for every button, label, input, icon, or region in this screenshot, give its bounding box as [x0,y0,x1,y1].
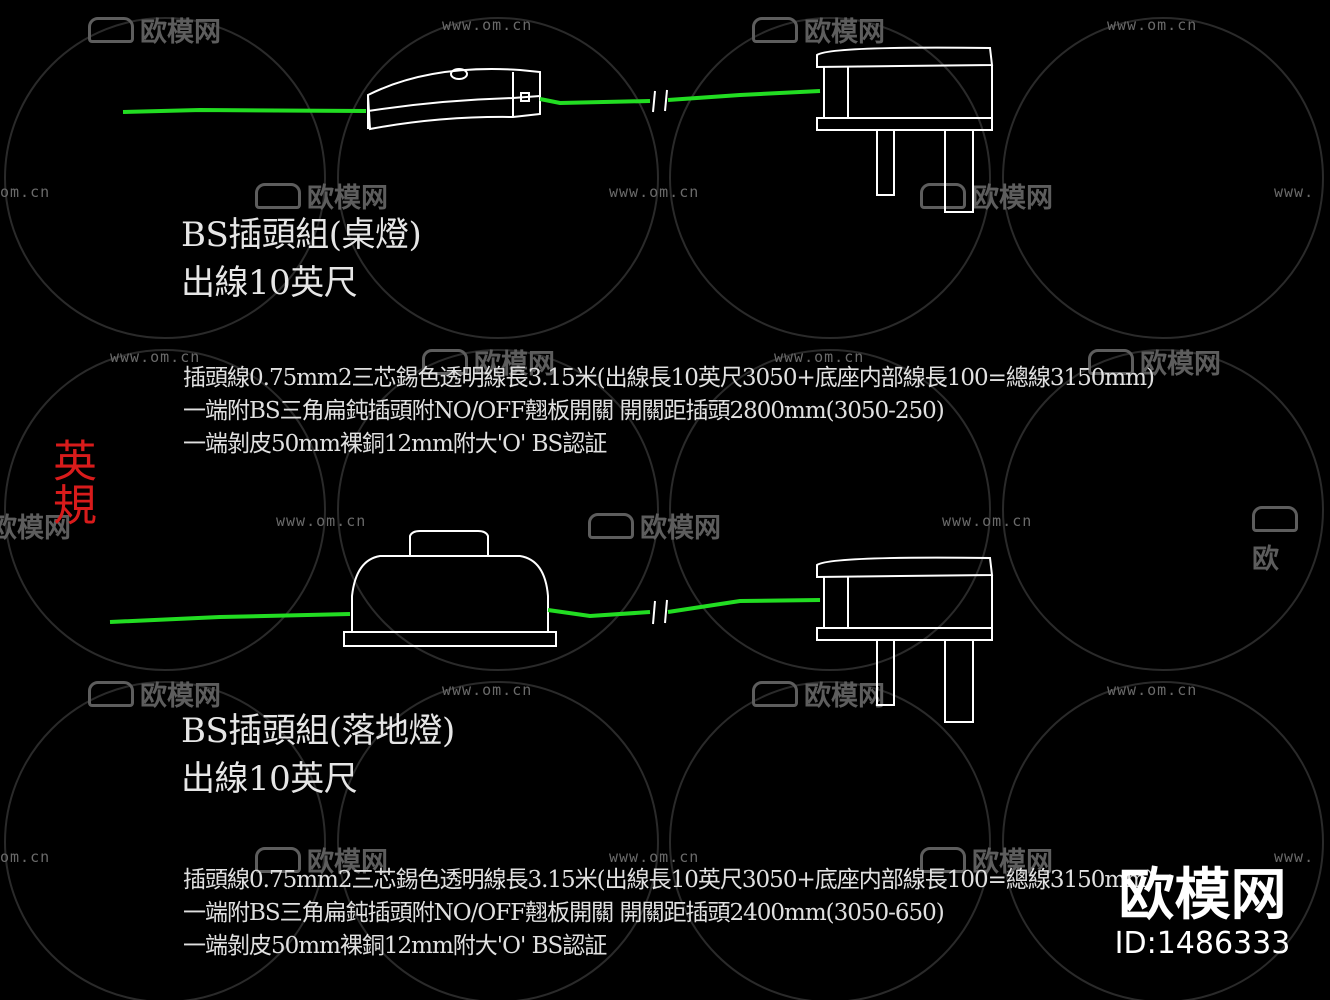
cable-wire [539,89,821,106]
diagram-2-spec-line: 一端剝皮50mm裸銅12mm附大'O' BS認証 [183,933,607,959]
sofa-icon [88,681,134,707]
sofa-icon [920,183,966,209]
watermark-logo: 欧模网 [255,176,388,215]
watermark-url: www.om.cn [942,512,1033,530]
diagram-1-title: BS插頭組(桌燈) [181,215,422,255]
diagram-2-subtitle: 出線10英尺 [181,759,358,799]
watermark-url: www. [1274,848,1315,866]
watermark-logo: 欧模网 [588,506,721,545]
diagram-1-spec-line: 一端剝皮50mm裸銅12mm附大'O' BS認証 [183,431,607,457]
cable-break-mark [652,599,668,625]
watermark-logo: 欧 [1252,506,1330,576]
watermark-logo: 欧模网 [1088,342,1221,381]
watermark-logo: 欧模网 [255,840,388,879]
sofa-icon [588,513,634,539]
brand-name: 欧模网 [1118,863,1287,928]
bs-plug [816,556,994,723]
watermark-url: www.om.cn [1107,16,1198,34]
watermark-url: www. [1274,183,1315,201]
diagram-2-spec-line: 一端附BS三角扁鈍插頭附NO/OFF翹板開關 開關距插頭2400mm(3050-… [183,900,945,926]
watermark-logo: 欧模网 [920,176,1053,215]
sofa-icon [255,183,301,209]
bs-plug [816,46,994,213]
watermark-logo: 欧模网 [752,10,885,49]
watermark-logo: 欧模网 [88,674,221,713]
watermark-logo: 欧模网 [752,674,885,713]
diagram-1-spec-line: 插頭線0.75mm2三芯錫色透明線長3.15米(出線長10英尺3050+底座内部… [183,365,1155,391]
watermark-url: om.cn [0,848,51,866]
watermark-url: www.om.cn [276,512,367,530]
watermark-logo: 欧模网 [920,840,1053,879]
cable-break-mark [652,89,668,113]
diagram-1-subtitle: 出線10英尺 [181,263,358,303]
cable-wire [547,598,821,619]
sofa-icon [1252,506,1298,532]
watermark-url: www.om.cn [609,183,700,201]
diagram-1-drawing [122,46,994,213]
sofa-icon [1088,349,1134,375]
cable-wire [109,612,351,624]
watermark-logo: 欧模网 [0,513,71,544]
diagram-2-drawing [109,530,994,723]
region-label: 英規 [45,438,96,526]
watermark-url: www.om.cn [774,348,865,366]
sofa-icon [752,17,798,43]
brand-id: ID:1486333 [1114,926,1291,961]
diagram-2-title: BS插頭組(落地燈) [181,711,455,751]
cable-wire [122,107,367,114]
watermark-logo: 欧模网 [422,342,555,381]
sofa-icon [920,847,966,873]
sofa-icon [255,847,301,873]
watermark-url: www.om.cn [1107,681,1198,699]
watermark-url: www.om.cn [442,16,533,34]
brand-stamp: 欧模网 ID:1486333 [1110,866,1295,962]
watermark-url: www.om.cn [442,681,533,699]
sofa-icon [422,349,468,375]
watermark-logo: 欧模网 [88,10,221,49]
diagram-2-spec-line: 插頭線0.75mm2三芯錫色透明線長3.15米(出線長10英尺3050+底座内部… [183,867,1155,893]
watermark-url: om.cn [0,183,51,201]
diagram-1-spec-line: 一端附BS三角扁鈍插頭附NO/OFF翹板開關 開關距插頭2800mm(3050-… [183,398,945,424]
foot-switch [343,530,557,647]
sofa-icon [752,681,798,707]
rocker-switch [366,68,541,131]
sofa-icon [88,17,134,43]
watermark-url: www.om.cn [110,348,201,366]
watermark-url: www.om.cn [609,848,700,866]
